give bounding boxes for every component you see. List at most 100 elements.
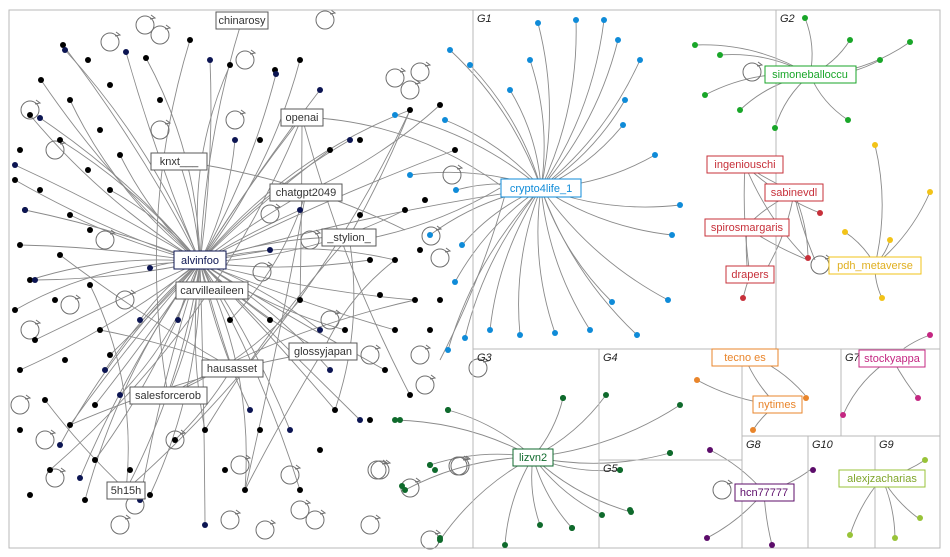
node-dot [202, 522, 208, 528]
node-dot [202, 427, 208, 433]
node-ingeniouschi[interactable]: ingeniouschi [706, 155, 784, 174]
node-lizvn2[interactable]: lizvn2 [512, 448, 554, 467]
node-carvilleaileen[interactable]: carvilleaileen [175, 281, 249, 300]
node-spirosmargaris[interactable]: spirosmargaris [704, 218, 790, 237]
node-dot [17, 147, 23, 153]
self-loop [10, 395, 30, 415]
edge [199, 73, 277, 263]
node-dot [172, 437, 178, 443]
node-drapers[interactable]: drapers [725, 265, 775, 284]
self-loop-arrow [294, 464, 302, 470]
node-label-sabinevdl: sabinevdl [771, 187, 817, 199]
edge [49, 116, 303, 471]
node-dot [459, 242, 465, 248]
node-dot [175, 317, 181, 323]
edge [537, 22, 550, 189]
edge [540, 39, 619, 189]
node-dot [392, 257, 398, 263]
edge [874, 144, 883, 266]
node-dot [702, 92, 708, 98]
node-dot [717, 52, 723, 58]
self-loop [150, 25, 170, 45]
self-loop-arrow [424, 61, 432, 67]
node-alvinfoo[interactable]: alvinfoo [173, 250, 227, 270]
node-dot [810, 467, 816, 473]
node-stylion[interactable]: _stylion_ [321, 228, 377, 247]
node-dot [740, 295, 746, 301]
node-label-nytimes: nytimes [758, 399, 796, 411]
node-dot [143, 55, 149, 61]
node-dot [297, 57, 303, 63]
edge [322, 259, 396, 352]
self-loop [135, 15, 155, 35]
node-openai[interactable]: openai [280, 108, 324, 127]
node-simoneballoccu[interactable]: simoneballoccu [764, 65, 857, 84]
node-dot [915, 395, 921, 401]
node-dot [392, 327, 398, 333]
edge [199, 109, 411, 263]
group-label-g1: G1 [477, 13, 492, 25]
self-loop [252, 262, 272, 282]
node-dot [67, 97, 73, 103]
node-dot [67, 422, 73, 428]
node-dot [892, 535, 898, 541]
node-dot [317, 327, 323, 333]
node-dot [917, 515, 923, 521]
node-label-alvinfoo: alvinfoo [181, 255, 219, 267]
node-dot [872, 142, 878, 148]
node-dot [17, 367, 23, 373]
node-dot [222, 467, 228, 473]
node-crypto4life[interactable]: crypto4life_1 [500, 178, 582, 198]
node-nytimes[interactable]: nytimes [752, 395, 803, 414]
self-loop-arrow [384, 459, 392, 465]
node-dot [772, 125, 778, 131]
node-dot [227, 62, 233, 68]
group-label-g2: G2 [780, 13, 795, 25]
node-glossyjapan[interactable]: glossyjapan [288, 342, 358, 361]
node-dot [357, 417, 363, 423]
node-dot [627, 507, 633, 513]
self-loop [95, 230, 115, 250]
node-dot [845, 117, 851, 123]
node-salesforcerob[interactable]: salesforcerob [129, 386, 208, 405]
node-dot [407, 107, 413, 113]
node-stockyappa[interactable]: stockyappa [858, 349, 926, 368]
node-dot [332, 407, 338, 413]
node-label-5h15h: 5h15h [111, 485, 142, 497]
self-loop-arrow [129, 289, 137, 295]
self-loop-arrow [304, 499, 312, 505]
node-chinarosy[interactable]: chinarosy [215, 11, 269, 30]
self-loop [225, 110, 245, 130]
node-hcn77777[interactable]: hcn77777 [734, 483, 795, 502]
node-chatgpt2049[interactable]: chatgpt2049 [269, 183, 343, 202]
self-loop [255, 520, 275, 540]
node-dot [609, 299, 615, 305]
group-label-g10: G10 [812, 439, 834, 451]
edge [62, 44, 201, 263]
self-loop-arrow [334, 309, 342, 315]
node-dot [879, 295, 885, 301]
node-dot [442, 117, 448, 123]
edge [244, 191, 307, 491]
node-dot [552, 330, 558, 336]
node-dot [347, 137, 353, 143]
node-label-salesforcerob: salesforcerob [135, 390, 201, 402]
self-loop [415, 375, 435, 395]
self-loop-arrow [239, 109, 247, 115]
self-loop-arrow [414, 477, 422, 483]
node-tecnoes[interactable]: tecno es [711, 348, 779, 367]
node-alexjzacharias[interactable]: alexjzacharias [838, 469, 926, 488]
node-dot [392, 417, 398, 423]
node-5h15h[interactable]: 5h15h [106, 481, 146, 500]
node-label-ingeniouschi: ingeniouschi [714, 159, 775, 171]
node-hausasset[interactable]: hausasset [201, 359, 264, 378]
node-dot [707, 447, 713, 453]
node-knxt[interactable]: knxt___ [150, 152, 208, 171]
node-sabinevdl[interactable]: sabinevdl [764, 183, 824, 202]
self-loop [45, 468, 65, 488]
node-dot [620, 122, 626, 128]
node-pdh-metaverse[interactable]: pdh_metaverse [828, 256, 922, 275]
self-loop [468, 358, 488, 378]
self-loop [442, 165, 462, 185]
node-dot [82, 497, 88, 503]
